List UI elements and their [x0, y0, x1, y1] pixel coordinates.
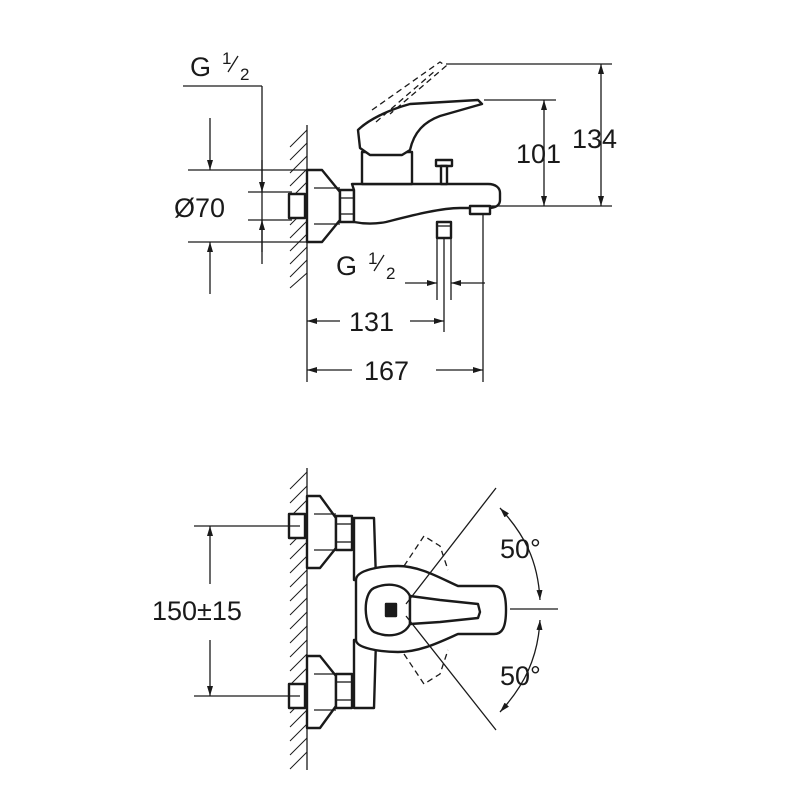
centre-distance-label: 150±15	[152, 596, 242, 626]
inlet-thread-base: G	[190, 52, 211, 82]
dim-heights: 101 134	[446, 63, 617, 207]
dim-centre-distance: 150±15	[152, 525, 300, 697]
depth-outlet-label: 131	[349, 307, 394, 337]
mixer-body-front	[352, 516, 508, 710]
depth-total-label: 167	[364, 356, 409, 386]
rosette-diameter-label: Ø70	[174, 193, 225, 223]
swivel-angle-top-label: 50°	[500, 534, 541, 564]
outlet-thread-den: 2	[386, 264, 395, 283]
dim-swivel-angles: 50° 50°	[405, 487, 558, 731]
inlet-thread-den: 2	[240, 65, 249, 84]
mixer-body-side	[350, 61, 502, 240]
front-view: 150±15 50° 50°	[152, 468, 558, 770]
dim-outlet-thread: G 1 2	[336, 238, 485, 300]
dim-rosette-diameter: Ø70	[174, 118, 316, 294]
rosette-front-bottom	[287, 654, 354, 730]
height-total-label: 134	[572, 124, 617, 154]
side-view: G 1 2 Ø70 101 134	[174, 49, 617, 386]
outlet-thread-num: 1	[368, 249, 377, 268]
rosette-front-top	[287, 494, 354, 570]
dim-inlet-thread: G 1 2	[183, 49, 292, 264]
inlet-thread-num: 1	[222, 49, 231, 68]
dim-depths: 131 167	[306, 214, 484, 386]
swivel-angle-bottom-label: 50°	[500, 661, 541, 691]
rosette-side	[287, 168, 356, 244]
outlet-thread-base: G	[336, 251, 357, 281]
height-spout-label: 101	[516, 139, 561, 169]
